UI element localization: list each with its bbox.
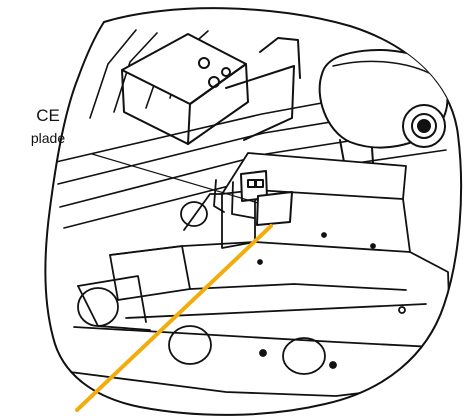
callout-title: CE <box>36 106 60 125</box>
machine-frame-icon <box>55 29 455 397</box>
callout-label: CE plade <box>10 106 86 150</box>
ce-plate-icon <box>240 170 293 226</box>
callout-leader-line <box>91 153 259 204</box>
frame-holes <box>77 201 406 375</box>
callout-subtitle: plade <box>30 130 66 146</box>
side-housing <box>121 33 301 145</box>
pointer-arrow-icon <box>75 224 273 412</box>
right-wheel-unit <box>318 49 449 179</box>
